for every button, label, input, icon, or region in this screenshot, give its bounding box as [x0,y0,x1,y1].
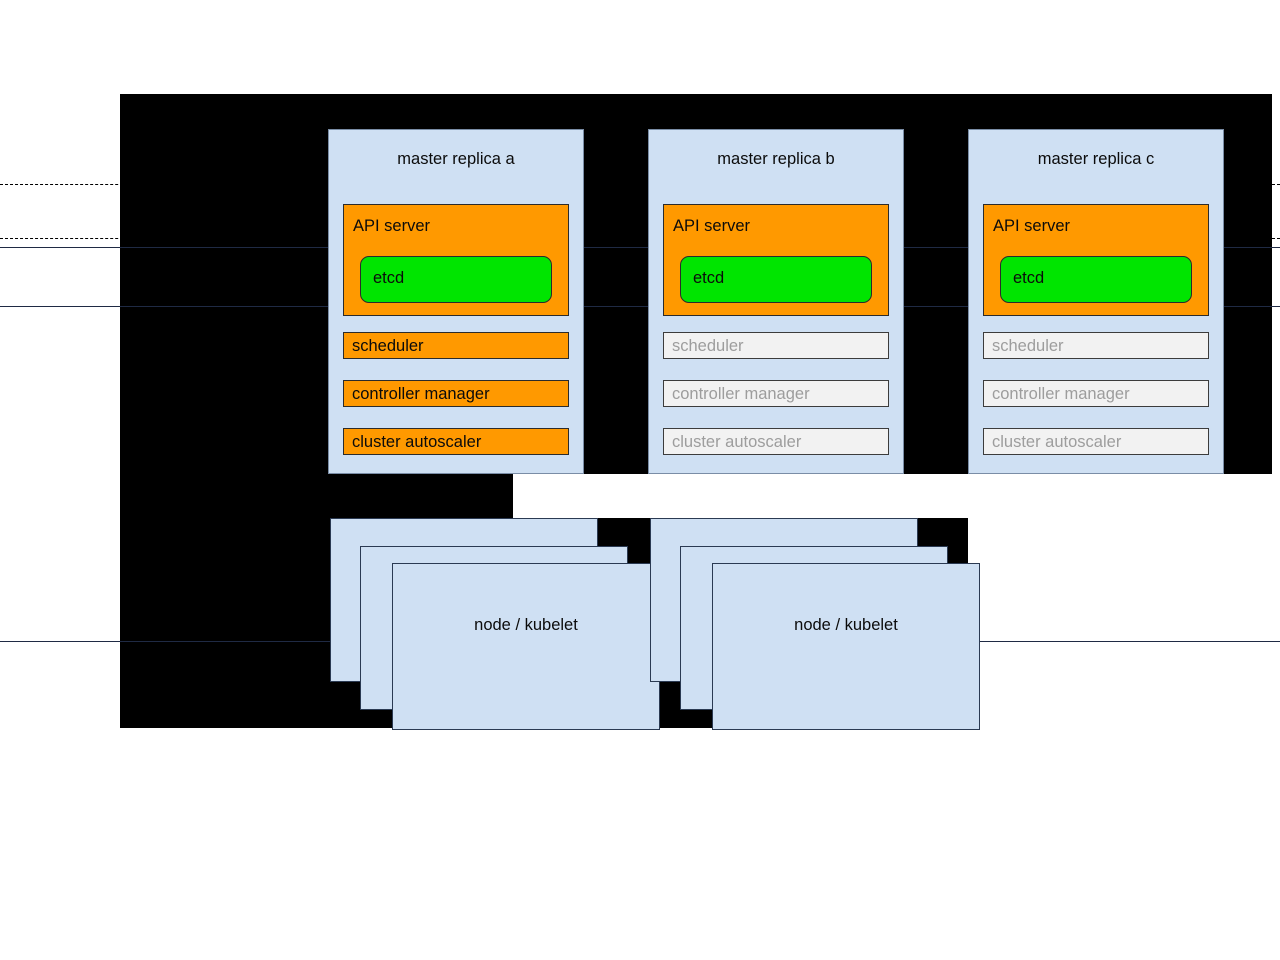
node-kubelet-stack-2[interactable]: node / kubelet [650,518,980,730]
master-replica-c-panel[interactable]: master replica c API server etcd schedul… [968,129,1224,474]
replica-c-api-server-box[interactable]: API server etcd [983,204,1209,316]
master-replica-b-title: master replica b [717,150,835,168]
node-kubelet-card-front[interactable]: node / kubelet [712,563,980,730]
replica-b-controller-manager-label: controller manager [672,385,810,403]
replica-b-etcd-box[interactable]: etcd [680,256,872,303]
node-kubelet-card-front[interactable]: node / kubelet [392,563,660,730]
replica-b-api-server-box[interactable]: API server etcd [663,204,889,316]
replica-c-scheduler-box[interactable]: scheduler [983,332,1209,359]
backdrop-middle-band [120,474,513,518]
replica-b-cluster-autoscaler-box[interactable]: cluster autoscaler [663,428,889,455]
replica-a-cluster-autoscaler-label: cluster autoscaler [352,433,482,451]
replica-c-controller-manager-box[interactable]: controller manager [983,380,1209,407]
replica-b-controller-manager-box[interactable]: controller manager [663,380,889,407]
replica-b-cluster-autoscaler-label: cluster autoscaler [672,433,802,451]
master-replica-c-title: master replica c [1037,150,1155,168]
replica-a-scheduler-box[interactable]: scheduler [343,332,569,359]
replica-b-scheduler-label: scheduler [672,337,744,355]
replica-b-scheduler-box[interactable]: scheduler [663,332,889,359]
replica-b-api-server-label: API server [673,217,751,235]
replica-a-scheduler-label: scheduler [352,337,424,355]
replica-c-api-server-label: API server [993,217,1071,235]
replica-a-controller-manager-box[interactable]: controller manager [343,380,569,407]
replica-a-etcd-box[interactable]: etcd [360,256,552,303]
replica-b-etcd-label: etcd [693,269,725,287]
replica-c-etcd-label: etcd [1013,269,1045,287]
master-replica-a-title: master replica a [397,150,515,168]
node-kubelet-label-2: node / kubelet [794,616,898,634]
node-kubelet-label-1: node / kubelet [474,616,578,634]
replica-a-cluster-autoscaler-box[interactable]: cluster autoscaler [343,428,569,455]
replica-c-cluster-autoscaler-box[interactable]: cluster autoscaler [983,428,1209,455]
master-replica-b-panel[interactable]: master replica b API server etcd schedul… [648,129,904,474]
replica-c-cluster-autoscaler-label: cluster autoscaler [992,433,1122,451]
replica-a-api-server-label: API server [353,217,431,235]
replica-a-etcd-label: etcd [373,269,405,287]
replica-c-controller-manager-label: controller manager [992,385,1130,403]
replica-c-scheduler-label: scheduler [992,337,1064,355]
replica-c-etcd-box[interactable]: etcd [1000,256,1192,303]
master-replica-a-panel[interactable]: master replica a API server etcd schedul… [328,129,584,474]
replica-a-api-server-box[interactable]: API server etcd [343,204,569,316]
node-kubelet-stack-1[interactable]: node / kubelet [330,518,660,730]
replica-a-controller-manager-label: controller manager [352,385,490,403]
